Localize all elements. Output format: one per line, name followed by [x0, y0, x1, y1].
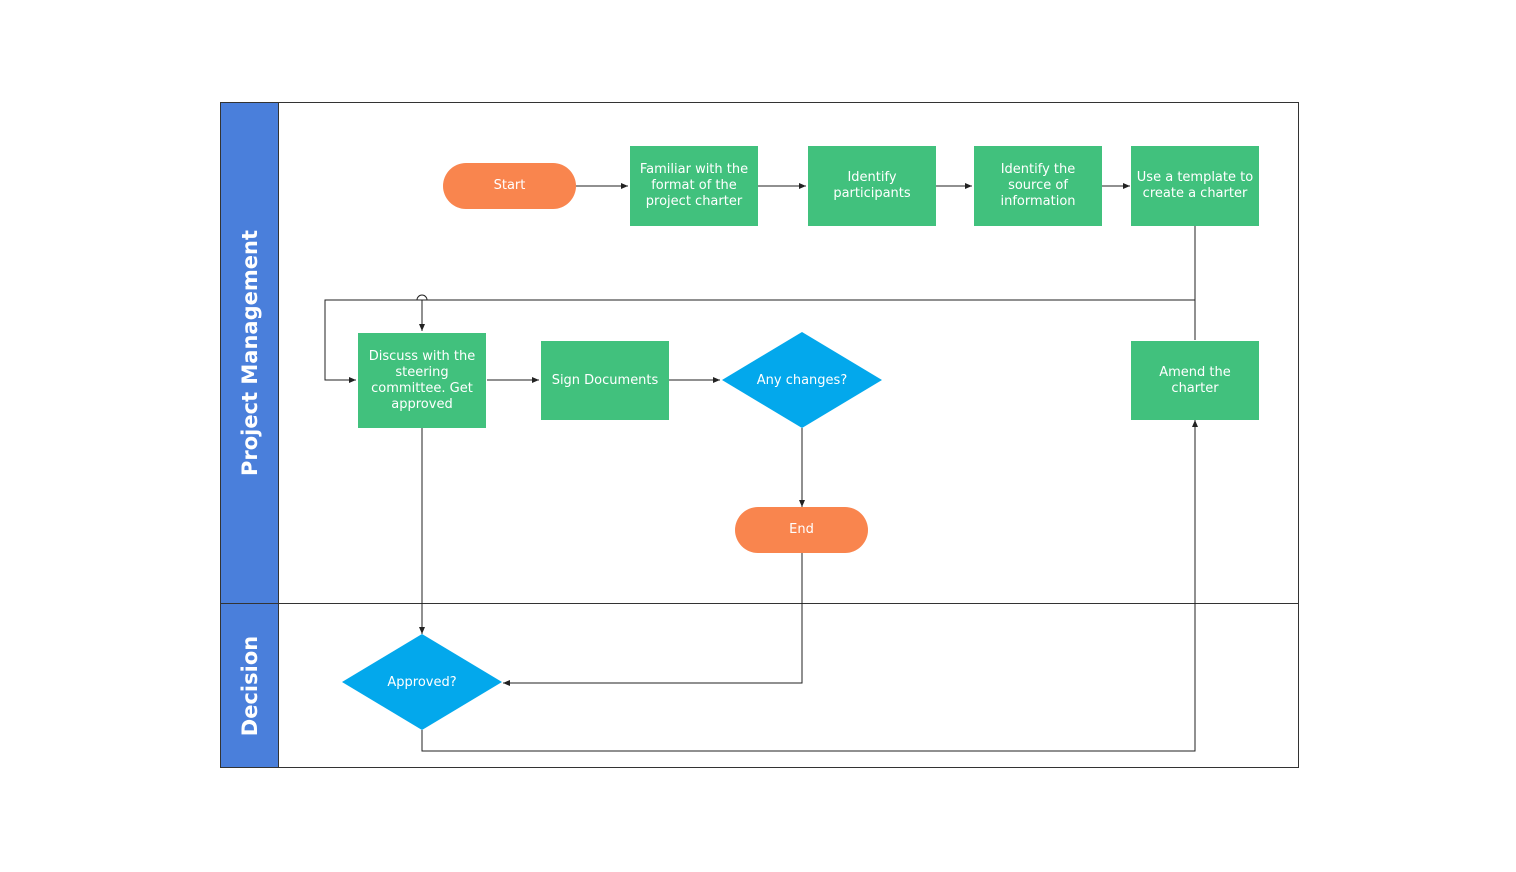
identify-participants-step[interactable]: Identify participants	[808, 146, 936, 226]
end-label: End	[789, 522, 814, 537]
identify-participants-label: Identify participants	[833, 170, 911, 201]
discuss-committee-step[interactable]: Discuss with the steering committee. Get…	[358, 333, 486, 428]
use-template-step[interactable]: Use a template to create a charter	[1131, 146, 1259, 226]
connector-approved-to-amend	[421, 420, 1198, 752]
connector-end-to-approved	[503, 553, 803, 686]
sign-documents-step[interactable]: Sign Documents	[541, 341, 669, 420]
end-terminal[interactable]: End	[735, 507, 868, 553]
start-label: Start	[493, 178, 526, 193]
amend-charter-step[interactable]: Amend the charter	[1131, 341, 1259, 420]
lane-header-decision: Decision	[221, 604, 279, 767]
familiar-format-label: Familiar with the format of the project …	[639, 162, 749, 209]
any-changes-decision[interactable]	[722, 332, 882, 428]
amend-charter-label: Amend the charter	[1159, 364, 1231, 396]
sign-documents-label: Sign Documents	[551, 372, 659, 388]
approved-decision[interactable]	[342, 634, 502, 730]
any-changes-diamond	[722, 332, 882, 428]
approved-diamond	[342, 634, 502, 730]
connector-amend-to-discuss	[416, 294, 1196, 340]
familiar-format-step[interactable]: Familiar with the format of the project …	[630, 146, 758, 226]
identify-source-label: Identify the source of information	[1000, 162, 1076, 209]
lane-header-project-management: Project Management	[221, 103, 279, 603]
start-terminal[interactable]: Start	[443, 163, 576, 209]
lane-decision: Decision	[220, 603, 1299, 768]
connector-template-to-discuss	[324, 226, 1196, 383]
identify-source-step[interactable]: Identify the source of information	[974, 146, 1102, 226]
any-changes-label: Any changes?	[756, 372, 848, 388]
discuss-committee-label: Discuss with the steering committee. Get…	[368, 348, 476, 412]
use-template-label: Use a template to create a charter	[1136, 170, 1254, 201]
approved-label: Approved?	[387, 674, 457, 690]
